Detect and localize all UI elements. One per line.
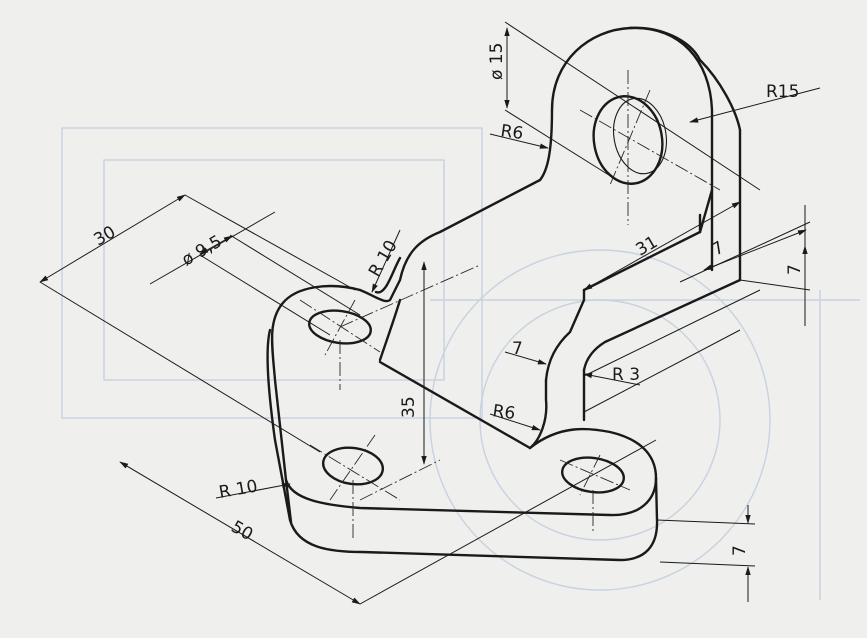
label-thickness-7-bottom: 7	[730, 545, 750, 556]
label-radius-15: R15	[766, 82, 799, 102]
label-radius-6-mid: R6	[491, 401, 516, 424]
label-diameter-9-5: ø 9,5	[179, 232, 226, 271]
label-radius-10-bottom: R 10	[217, 476, 259, 502]
label-height-35: 35	[399, 396, 419, 418]
label-length-30: 30	[91, 222, 120, 250]
label-radius-6-top: R6	[499, 121, 524, 144]
label-thickness-7-mid: 7	[512, 339, 523, 359]
label-radius-3: R 3	[612, 365, 640, 385]
label-thickness-7-right-b: 7	[785, 264, 805, 275]
label-length-31: 31	[633, 232, 662, 260]
label-radius-10-top: R 10	[365, 237, 402, 281]
dimension-lines	[39, 21, 821, 605]
part-outline	[266, 26, 742, 562]
label-length-50: 50	[228, 517, 257, 545]
label-diameter-15: ø 15	[487, 43, 507, 80]
